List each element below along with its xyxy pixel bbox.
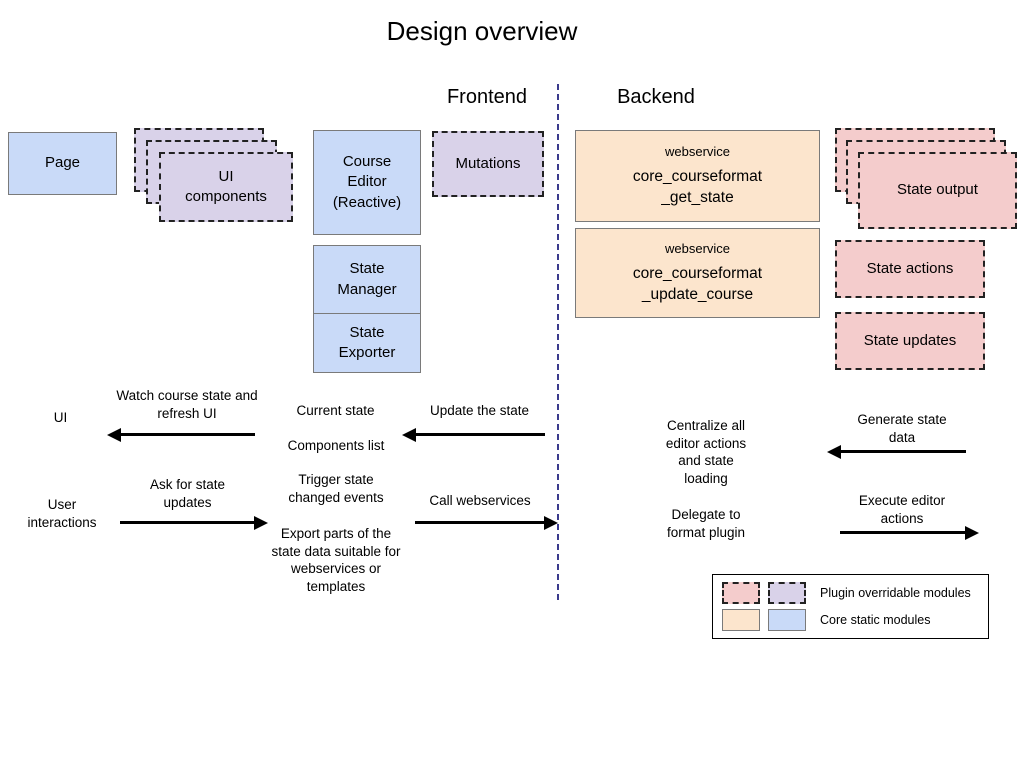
export-parts-label: Export parts of the state data suitable … <box>271 526 401 594</box>
arrowhead-right-icon <box>254 515 268 530</box>
call-webservices-label: Call webservices <box>429 493 531 508</box>
state-manager-box: State Manager <box>313 245 421 314</box>
watch-refresh-label: Watch course state and refresh UI <box>116 388 258 421</box>
arrow-generate-state-left <box>827 444 966 459</box>
course-editor-box: Course Editor (Reactive) <box>313 130 421 235</box>
webservice-get-state-kind: webservice <box>664 143 731 159</box>
state-updates-box: State updates <box>835 312 985 370</box>
trigger-events-label: Trigger state changed events <box>288 472 384 505</box>
user-interactions-label: User interactions <box>27 497 97 530</box>
components-list-label: Components list <box>287 438 385 453</box>
mutations-label: Mutations <box>455 154 521 172</box>
arrowhead-right-icon <box>965 525 979 540</box>
arrow-execute-actions-right <box>840 525 979 540</box>
orange-solid-swatch <box>722 608 760 631</box>
arrow-ask-updates-right <box>120 515 268 530</box>
webservice-update-course-kind: webservice <box>664 240 731 256</box>
arrowhead-left-icon <box>827 444 841 459</box>
webservice-get-state-box: webservice core_courseformat _get_state <box>575 130 820 222</box>
ask-for-updates-label: Ask for state updates <box>149 477 226 510</box>
state-exporter-label: State Exporter <box>338 323 396 361</box>
legend: Plugin overridable modules Core static m… <box>712 574 989 639</box>
webservice-update-course-name-line1: core_courseformat <box>632 265 763 283</box>
frontend-section-label: Frontend <box>446 86 528 108</box>
purple-dashed-swatch <box>768 582 806 605</box>
webservice-update-course-box: webservice core_courseformat _update_cou… <box>575 228 820 318</box>
webservice-update-course-name-line2: _update_course <box>641 286 754 304</box>
backend-section-label: Backend <box>617 86 695 108</box>
webservice-get-state-name-line1: core_courseformat <box>632 168 763 186</box>
ui-components-box: UI components <box>159 152 293 222</box>
page-box: Page <box>8 132 117 195</box>
state-output-label: State output <box>897 181 978 199</box>
legend-row-plugin: Plugin overridable modules <box>722 582 979 605</box>
page-box-label: Page <box>44 154 81 172</box>
arrowhead-left-icon <box>107 427 121 442</box>
legend-row-core: Core static modules <box>722 608 979 631</box>
state-updates-label: State updates <box>863 331 957 349</box>
arrow-update-state-left <box>402 427 545 442</box>
generate-state-label: Generate state data <box>857 412 947 445</box>
course-editor-label: Course Editor (Reactive) <box>332 153 402 211</box>
state-manager-label: State Manager <box>337 260 397 298</box>
mutations-box: Mutations <box>432 131 544 197</box>
arrow-call-webservices-right <box>415 515 558 530</box>
legend-core-label: Core static modules <box>820 612 931 627</box>
arrowhead-left-icon <box>402 427 416 442</box>
state-exporter-box: State Exporter <box>313 313 421 373</box>
update-the-state-label: Update the state <box>429 403 530 418</box>
legend-plugin-label: Plugin overridable modules <box>820 586 971 601</box>
arrow-refresh-ui-left <box>107 427 255 442</box>
state-actions-label: State actions <box>866 259 954 277</box>
frontend-backend-divider <box>557 84 559 600</box>
current-state-label: Current state <box>296 403 375 418</box>
execute-actions-label: Execute editor actions <box>858 493 946 526</box>
delegate-label: Delegate to format plugin <box>666 507 746 540</box>
state-actions-box: State actions <box>835 240 985 298</box>
ui-components-label: UI components <box>185 167 267 205</box>
centralize-label: Centralize all editor actions and state … <box>665 418 747 486</box>
pink-dashed-swatch <box>722 582 760 605</box>
webservice-get-state-name-line2: _get_state <box>661 189 734 207</box>
page-title: Design overview <box>386 16 578 46</box>
arrowhead-right-icon <box>544 515 558 530</box>
blue-solid-swatch <box>768 608 806 631</box>
ui-flow-label: UI <box>53 410 68 425</box>
state-output-box: State output <box>858 152 1017 229</box>
